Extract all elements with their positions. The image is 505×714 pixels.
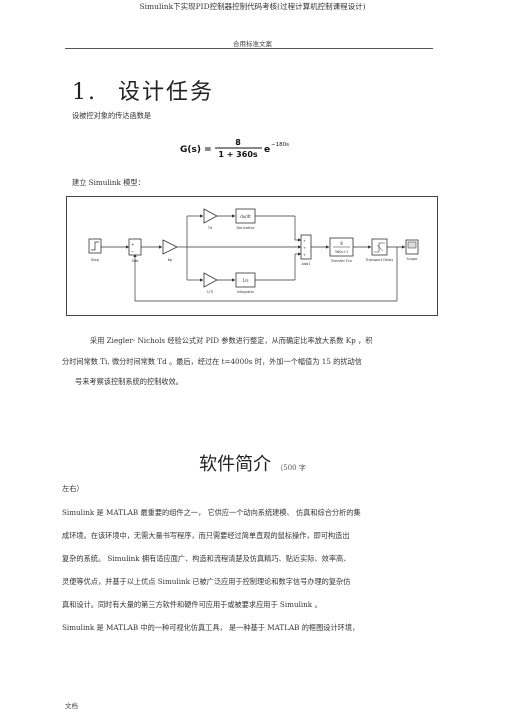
section-title: 设计任务 bbox=[118, 80, 215, 105]
running-header: Simulink下实现PID控制器控制代码考核(过程计算机控制课程设计) bbox=[139, 2, 366, 11]
step-block: Step bbox=[88, 238, 102, 262]
header-rule bbox=[65, 48, 433, 49]
ti-gain-block: 1/Ti bbox=[203, 272, 218, 294]
ti-label: 1/Ti bbox=[207, 290, 213, 294]
transfer-fcn-block: 8 360s+1 Transfer Fcn bbox=[329, 237, 354, 263]
tf-label: Transfer Fcn bbox=[330, 259, 352, 263]
section-heading-design-task: 1. 设计任务 bbox=[72, 74, 214, 106]
intro-para-line-2: 成环境。在该环境中，无需大量书写程序，而只需要经过简单直观的鼠标操作，即可构造出 bbox=[62, 531, 350, 540]
sum2-block: + + + Add1 bbox=[300, 234, 312, 266]
model-intro-text: 建立 Simulink 模型： bbox=[72, 178, 145, 187]
simulink-diagram-svg: Step + − Sub Kp Td du/dt Derivative 1 bbox=[88, 208, 419, 302]
formula-numerator: 8 bbox=[235, 138, 241, 147]
method-para-line-3: 号来考察该控制系统的控制收效。 bbox=[75, 377, 183, 386]
sum2-label: Add1 bbox=[301, 262, 310, 266]
formula-exp-power: −180s bbox=[271, 142, 289, 148]
note-continuation: 左右） bbox=[62, 484, 84, 493]
td-gain-block: Td bbox=[203, 208, 218, 230]
kp-gain-block: Kp bbox=[162, 239, 178, 262]
integrator-block: 1/s Integrator bbox=[235, 272, 256, 294]
svg-text:+: + bbox=[303, 253, 306, 257]
sum1-label: Sub bbox=[132, 259, 139, 263]
sub-header: 合用标准文案 bbox=[233, 40, 272, 48]
tf-denominator: 360s+1 bbox=[335, 250, 349, 254]
svg-text:+: + bbox=[303, 246, 306, 250]
intro-para-line-6: Simulink 是 MATLAB 中的一种可视化仿真工具， 是一种基于 MAT… bbox=[62, 623, 360, 632]
kp-label: Kp bbox=[168, 258, 173, 262]
section-heading-software-intro: 软件简介 （500 字 bbox=[0, 450, 505, 476]
intro-para-line-1: Simulink 是 MATLAB 最重要的组件之一， 它供应一个动向系统建模、… bbox=[62, 508, 361, 517]
intro-text: 设被控对象的传达函数是 bbox=[72, 111, 152, 120]
transport-delay-block: Transport Delay bbox=[365, 238, 394, 262]
method-para-line-2: 分时间常数 Ti, 微分时间常数 Td 。最后，经过在 t=4000s 时，外加… bbox=[62, 357, 362, 366]
svg-text:+: + bbox=[131, 242, 134, 247]
td-label: Td bbox=[207, 226, 212, 230]
section-number: 1. bbox=[72, 80, 97, 105]
step-label: Step bbox=[91, 258, 100, 262]
intro-para-line-3: 复杂的系统。 Simulink 拥有适应面广、构造和流程清楚及仿真精巧、贴近实际… bbox=[62, 554, 351, 563]
derivative-block: du/dt Derivative bbox=[235, 208, 256, 230]
scope-label: Scope bbox=[407, 257, 418, 261]
intro-para-line-4: 灵便等优点，并基于以上优点 Simulink 已被广泛应用于控制理论和数字信号办… bbox=[62, 577, 351, 586]
software-intro-title: 软件简介 bbox=[199, 454, 272, 475]
delay-label: Transport Delay bbox=[365, 258, 394, 262]
svg-text:−: − bbox=[131, 249, 134, 254]
formula-denominator: 1 + 360s bbox=[218, 150, 258, 159]
method-para-line-1: 采用 Ziegler- Nichols 经验公式对 PID 参数进行整定，从而确… bbox=[90, 336, 373, 345]
derivative-label: Derivative bbox=[236, 226, 254, 230]
integrator-label: Integrator bbox=[237, 290, 255, 294]
software-intro-note: （500 字 bbox=[276, 464, 306, 472]
tf-numerator: 8 bbox=[340, 241, 343, 246]
scope-block: Scope bbox=[405, 239, 419, 261]
formula-exp: e bbox=[264, 145, 270, 155]
formula-lhs: G(s) = bbox=[180, 145, 212, 155]
simulink-model-diagram: Step + − Sub Kp Td du/dt Derivative 1 bbox=[66, 196, 438, 316]
page-footer: 文档 bbox=[65, 702, 78, 710]
svg-text:+: + bbox=[303, 239, 306, 243]
sum1-block: + − Sub bbox=[128, 238, 142, 263]
integrator-symbol: 1/s bbox=[243, 278, 249, 283]
transfer-function-formula: G(s) = 8 1 + 360s e −180s bbox=[180, 138, 289, 159]
intro-para-line-5: 真和设计。同时有大量的第三方软件和硬件可应用于或被要求应用于 Simulink … bbox=[62, 600, 322, 609]
derivative-symbol: du/dt bbox=[240, 214, 251, 219]
